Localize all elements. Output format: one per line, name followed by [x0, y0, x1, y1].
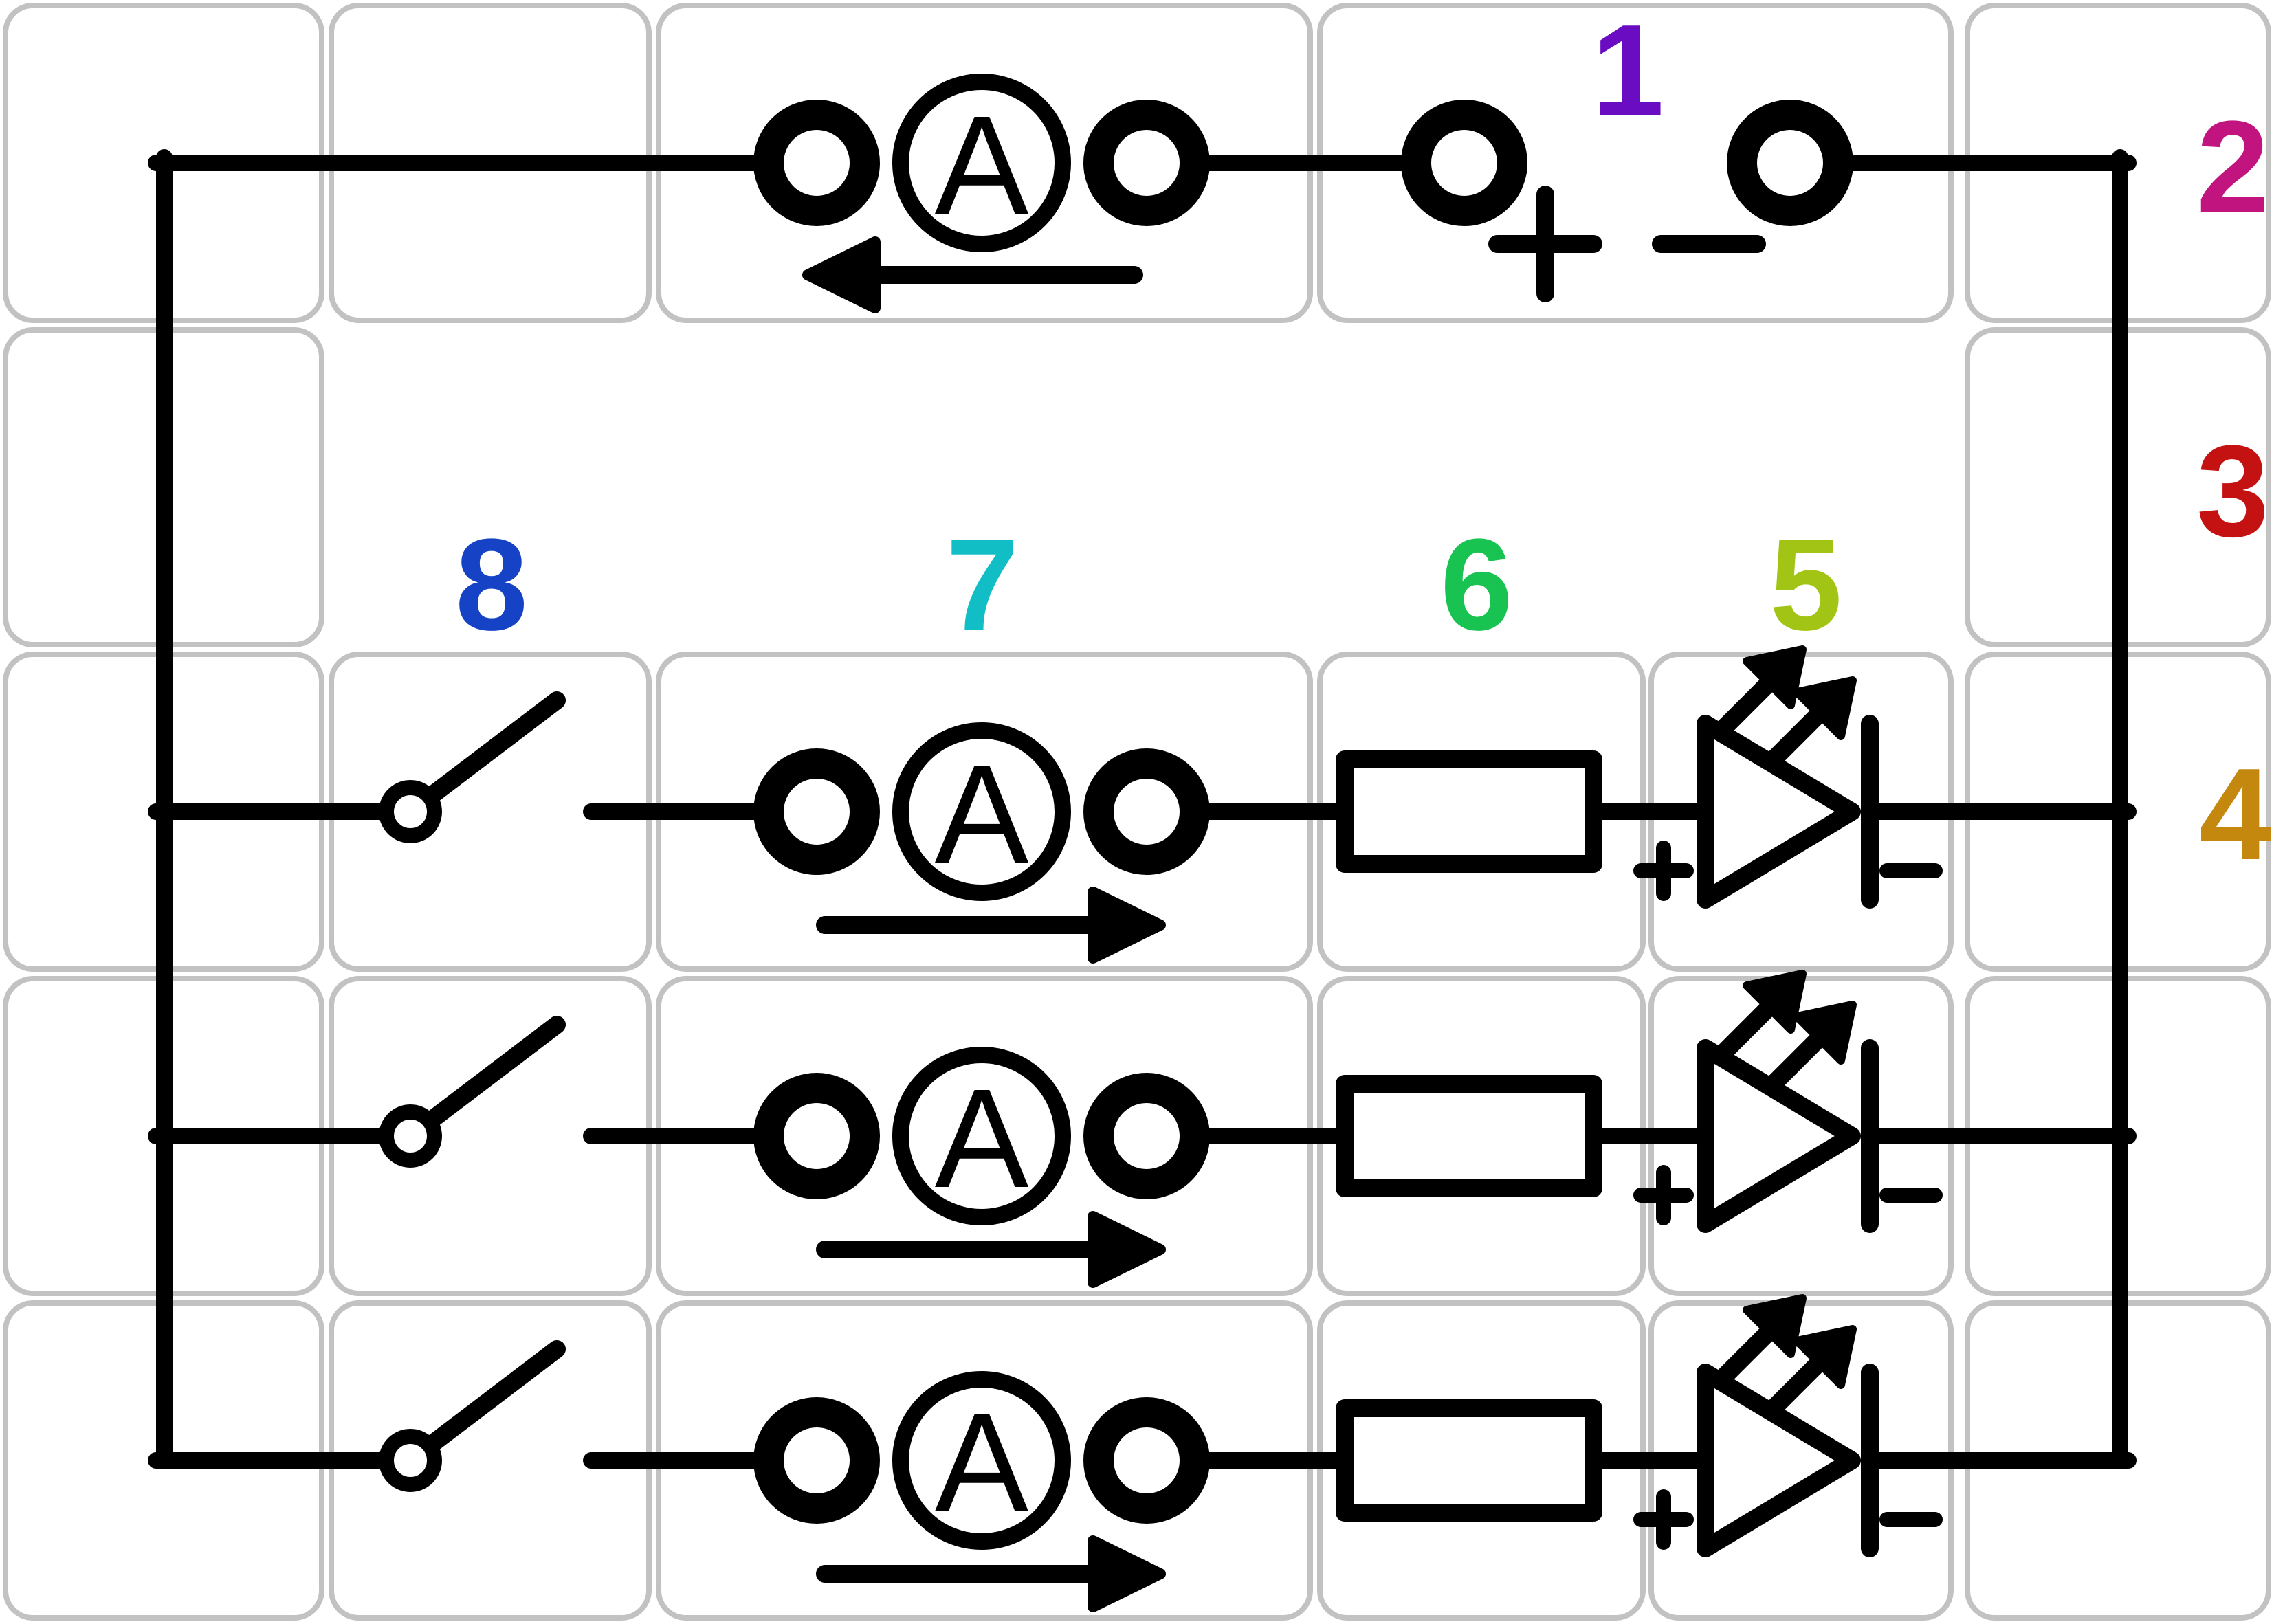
ammeter-branch[interactable]: A	[753, 1371, 1210, 1612]
terminal-ring-icon	[753, 1073, 880, 1199]
ammeter-letter: A	[935, 735, 1029, 893]
led-plus-icon	[1633, 1165, 1694, 1225]
ammeter-dial-icon	[892, 74, 1071, 252]
current-direction-left-arrow-icon	[802, 236, 1143, 313]
resistor[interactable]	[1336, 750, 1602, 873]
label-8-switch: 8	[455, 512, 528, 658]
current-direction-right-arrow-icon	[816, 1535, 1166, 1612]
ammeter-letter: A	[935, 1060, 1029, 1217]
led[interactable]	[1633, 970, 1943, 1233]
battery-plus-icon	[1488, 186, 1602, 302]
led[interactable]	[1633, 645, 1943, 909]
circuit-branch-1: A	[148, 645, 2137, 964]
label-1-battery: 1	[1591, 0, 1664, 144]
ammeter-branch[interactable]: A	[753, 1047, 1210, 1288]
terminal-ring-icon	[1083, 100, 1210, 226]
label-6-resistor: 6	[1440, 512, 1513, 658]
terminal-ring-icon	[1083, 1397, 1210, 1524]
current-direction-right-arrow-icon	[816, 887, 1166, 964]
ammeter-letter: A	[935, 87, 1029, 244]
terminal-ring-icon	[1083, 1073, 1210, 1199]
terminal-ring-icon	[1083, 748, 1210, 875]
led-plus-icon	[1633, 1489, 1694, 1550]
ammeter-letter: A	[935, 1384, 1029, 1542]
ammeter-dial-icon	[892, 1371, 1071, 1550]
circuit-branch-3: A	[148, 1294, 2137, 1612]
led-light-arrows-icon	[1712, 970, 1857, 1095]
ammeter-branch[interactable]: A	[753, 722, 1210, 964]
terminal-ring-icon	[753, 100, 880, 226]
resistor[interactable]	[1336, 1399, 1602, 1522]
ammeter-dial-icon	[892, 722, 1071, 901]
led-triangle-icon	[1697, 1364, 1861, 1557]
switch-pivot-icon	[379, 1429, 442, 1492]
current-direction-right-arrow-icon	[816, 1211, 1166, 1288]
position-number-labels: 1 2 3 4 5 6 7 8	[455, 0, 2272, 887]
switch-pivot-icon	[379, 780, 442, 843]
label-3: 3	[2196, 419, 2269, 564]
switch-open[interactable]	[379, 1340, 566, 1492]
led-triangle-icon	[1697, 1039, 1861, 1233]
label-2: 2	[2196, 94, 2269, 240]
ammeter-main[interactable]: A	[753, 74, 1210, 313]
battery-positive-terminal-icon	[1401, 100, 1527, 226]
battery-negative-terminal-icon	[1727, 100, 1853, 226]
switch-open[interactable]	[379, 691, 566, 843]
ammeter-dial-icon	[892, 1047, 1071, 1225]
label-5-led: 5	[1769, 512, 1842, 658]
label-7-ammeter: 7	[946, 512, 1019, 658]
label-4: 4	[2199, 742, 2272, 887]
led-triangle-icon	[1697, 715, 1861, 909]
terminal-ring-icon	[753, 748, 880, 875]
led[interactable]	[1633, 1294, 1943, 1557]
led-light-arrows-icon	[1712, 645, 1857, 770]
terminal-ring-icon	[753, 1397, 880, 1524]
battery[interactable]	[1401, 100, 1853, 302]
circuit-branch-2: A	[148, 970, 2137, 1288]
led-light-arrows-icon	[1712, 1294, 1857, 1419]
led-plus-icon	[1633, 841, 1694, 901]
switch-open[interactable]	[379, 1016, 566, 1168]
switch-pivot-icon	[379, 1104, 442, 1168]
resistor[interactable]	[1336, 1075, 1602, 1197]
